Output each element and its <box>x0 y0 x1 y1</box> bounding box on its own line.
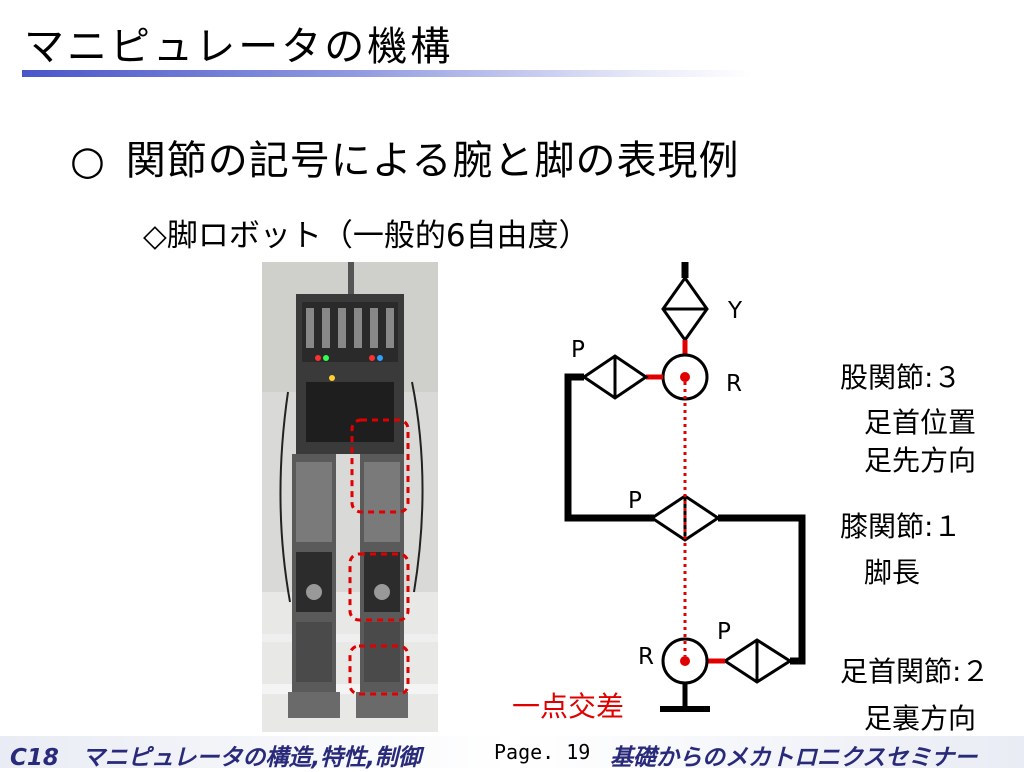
slide-title: マニピュレータの機構 <box>24 24 454 70</box>
ankle-roll-center <box>680 656 690 666</box>
ankle-pitch-joint-symbol <box>722 638 793 684</box>
ankle-roll-label: R <box>638 644 654 670</box>
hip-joint-desc-1: 足首位置 <box>864 406 977 439</box>
hip-roll-label: R <box>726 371 742 397</box>
yaw-label: Y <box>728 298 743 324</box>
hip-roll-center <box>680 372 690 382</box>
ankle-joint-title: 足首関節:２ <box>840 655 990 688</box>
footer-page-number: Page. 19 <box>494 740 591 764</box>
leg-robot-photo <box>262 262 438 732</box>
footer-course: C18 マニピュレータの構造,特性,制御 <box>10 745 421 771</box>
intersection-label: 一点交差 <box>512 690 625 723</box>
knee-pitch-label: P <box>628 488 642 514</box>
hip-joint-title: 股関節:３ <box>840 361 962 394</box>
shank-link <box>718 514 806 665</box>
knee-joint-title: 膝関節:１ <box>840 510 962 543</box>
section-heading-text: 関節の記号による腕と脚の表現例 <box>125 138 740 184</box>
footer-seminar: 基礎からのメカトロニクスセミナー <box>610 745 978 771</box>
footer-band <box>0 736 1024 768</box>
thigh-link <box>564 373 654 522</box>
subheading: ◇脚ロボット（一般的6自由度） <box>143 218 590 254</box>
knee-joint-desc: 脚長 <box>864 556 921 589</box>
circle-bullet: ○ <box>70 138 106 184</box>
section-heading: ○ 関節の記号による腕と脚の表現例 <box>70 128 740 186</box>
title-underline <box>22 70 752 77</box>
ankle-pitch-label: P <box>717 619 731 645</box>
ankle-joint-desc: 足裏方向 <box>864 702 977 735</box>
hip-pitch-joint-symbol <box>581 354 649 400</box>
yaw-joint-symbol <box>661 275 709 343</box>
hip-joint-desc-2: 足先方向 <box>864 444 977 477</box>
hip-pitch-label: P <box>571 337 585 363</box>
